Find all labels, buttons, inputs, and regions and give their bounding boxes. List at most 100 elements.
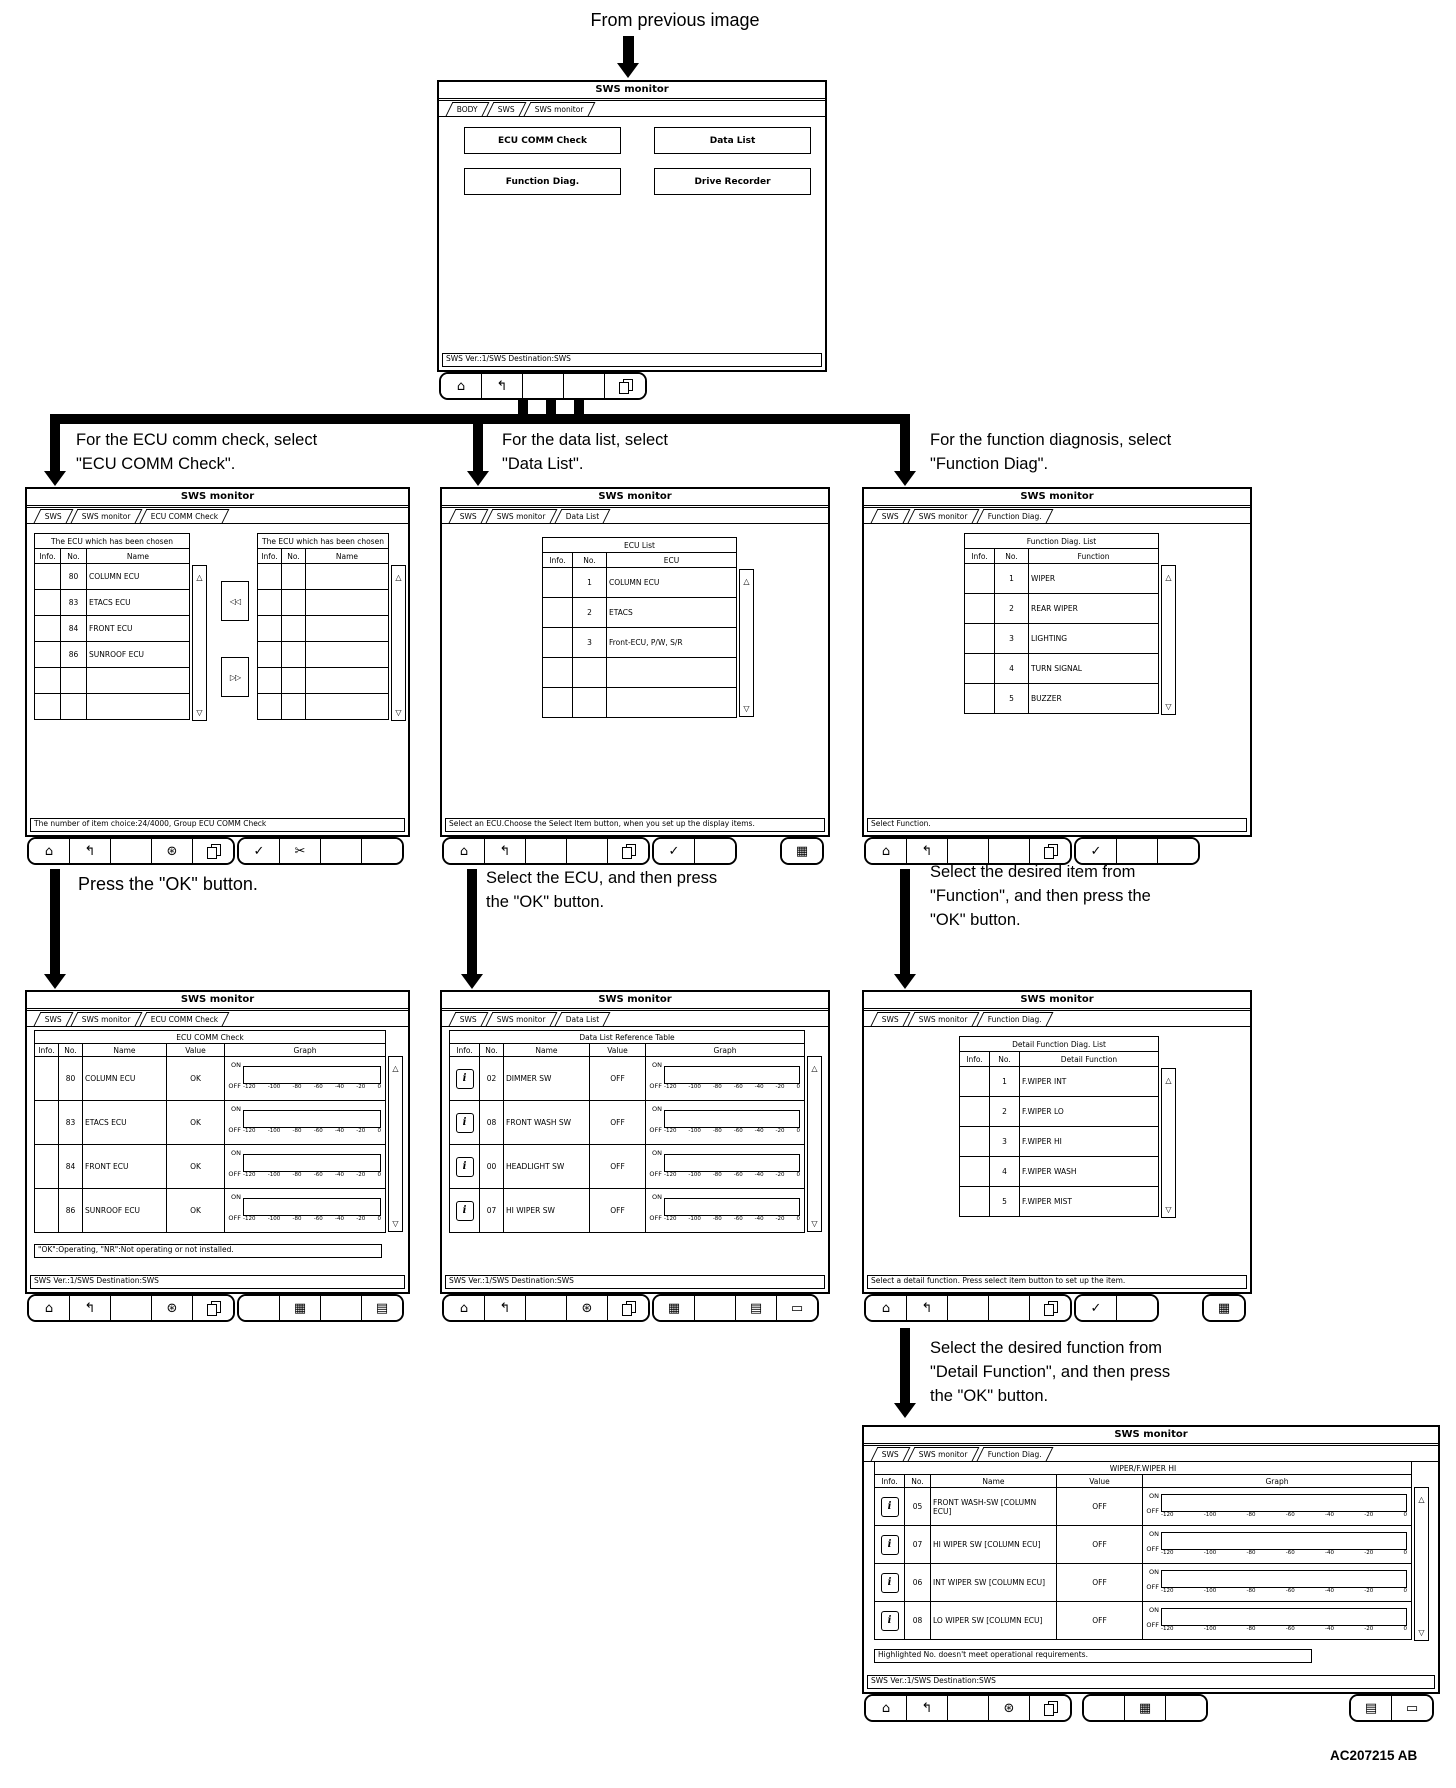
tab-ecu-comm-check[interactable]: ECU COMM Check bbox=[139, 509, 230, 523]
scroll-up-icon[interactable]: △ bbox=[743, 577, 750, 587]
tab-sws[interactable]: SWS bbox=[870, 1012, 911, 1026]
home-button[interactable]: ⌂ bbox=[444, 1296, 485, 1320]
scroll-up-icon[interactable]: △ bbox=[392, 1064, 399, 1074]
blank-button[interactable] bbox=[1084, 1696, 1125, 1720]
blank-button[interactable] bbox=[1117, 839, 1158, 863]
scrollbar[interactable]: △ ▽ bbox=[739, 569, 754, 717]
tab-sws[interactable]: SWS bbox=[486, 102, 527, 116]
back-button[interactable]: ↰ bbox=[907, 1696, 948, 1720]
info-icon[interactable]: i bbox=[880, 1610, 899, 1631]
table-row[interactable] bbox=[34, 693, 190, 720]
blank-button[interactable] bbox=[948, 1296, 989, 1320]
tab-sws[interactable]: SWS bbox=[448, 1012, 489, 1026]
tab-sws-monitor[interactable]: SWS monitor bbox=[485, 1012, 558, 1026]
back-button[interactable]: ↰ bbox=[482, 374, 523, 398]
home-button[interactable]: ⌂ bbox=[29, 839, 70, 863]
page-button[interactable] bbox=[193, 839, 233, 863]
scrollbar[interactable]: △ ▽ bbox=[1161, 565, 1176, 715]
info-icon[interactable]: i bbox=[455, 1068, 474, 1089]
tab-function-diag[interactable]: Function Diag. bbox=[976, 1447, 1053, 1461]
blank-button[interactable] bbox=[567, 839, 608, 863]
info-icon[interactable]: i bbox=[455, 1200, 474, 1221]
scroll-up-icon[interactable]: △ bbox=[196, 573, 203, 583]
scroll-up-icon[interactable]: △ bbox=[1418, 1495, 1425, 1505]
page-button[interactable] bbox=[1030, 839, 1070, 863]
scroll-down-icon[interactable]: ▽ bbox=[1418, 1628, 1425, 1637]
scroll-up-icon[interactable]: △ bbox=[1165, 1076, 1172, 1086]
cancel-button[interactable]: ✂ bbox=[280, 839, 321, 863]
home-button[interactable]: ⌂ bbox=[29, 1296, 70, 1320]
print-button[interactable]: ▤ bbox=[736, 1296, 777, 1320]
table-row[interactable] bbox=[257, 693, 389, 720]
print-button[interactable]: ▤ bbox=[362, 1296, 402, 1320]
tab-sws[interactable]: SWS bbox=[33, 509, 74, 523]
home-button[interactable]: ⌂ bbox=[444, 839, 485, 863]
blank-button[interactable] bbox=[1166, 1696, 1206, 1720]
select-item-button[interactable]: ▦ bbox=[782, 839, 822, 863]
function-diag-button[interactable]: Function Diag. bbox=[464, 168, 621, 195]
table-row[interactable] bbox=[257, 641, 389, 668]
blank-button[interactable] bbox=[523, 374, 564, 398]
tab-function-diag[interactable]: Function Diag. bbox=[976, 1012, 1053, 1026]
blank-button[interactable] bbox=[362, 839, 402, 863]
blank-button[interactable] bbox=[1158, 839, 1198, 863]
scroll-down-icon[interactable]: ▽ bbox=[743, 704, 750, 713]
table-row[interactable] bbox=[257, 589, 389, 616]
blank-button[interactable] bbox=[526, 839, 567, 863]
table-row[interactable] bbox=[542, 687, 737, 718]
ok-button[interactable]: ✓ bbox=[1076, 1296, 1117, 1320]
monitor-button[interactable]: ▭ bbox=[1392, 1696, 1432, 1720]
tab-sws-monitor[interactable]: SWS monitor bbox=[907, 1012, 980, 1026]
table-row[interactable] bbox=[257, 615, 389, 642]
home-button[interactable]: ⌂ bbox=[441, 374, 482, 398]
tab-sws-monitor[interactable]: SWS monitor bbox=[70, 1012, 143, 1026]
scroll-down-icon[interactable]: ▽ bbox=[1165, 702, 1172, 711]
tab-function-diag[interactable]: Function Diag. bbox=[976, 509, 1053, 523]
blank-button[interactable] bbox=[989, 1296, 1030, 1320]
scrollbar[interactable]: △ ▽ bbox=[807, 1056, 822, 1232]
tab-sws-monitor[interactable]: SWS monitor bbox=[70, 509, 143, 523]
tab-sws[interactable]: SWS bbox=[870, 509, 911, 523]
tab-sws[interactable]: SWS bbox=[870, 1447, 911, 1461]
blank-button[interactable] bbox=[989, 839, 1030, 863]
page-button[interactable] bbox=[608, 839, 648, 863]
info-icon[interactable]: i bbox=[880, 1496, 899, 1517]
tab-sws-monitor[interactable]: SWS monitor bbox=[485, 509, 558, 523]
blank-button[interactable] bbox=[111, 839, 152, 863]
page-button[interactable] bbox=[608, 1296, 648, 1320]
blank-button[interactable] bbox=[111, 1296, 152, 1320]
info-icon[interactable]: i bbox=[880, 1534, 899, 1555]
blank-button[interactable] bbox=[321, 839, 362, 863]
tab-sws[interactable]: SWS bbox=[33, 1012, 74, 1026]
select-item-button[interactable]: ▦ bbox=[654, 1296, 695, 1320]
blank-button[interactable] bbox=[564, 374, 605, 398]
blank-button[interactable] bbox=[526, 1296, 567, 1320]
tab-data-list[interactable]: Data List bbox=[554, 509, 611, 523]
scroll-down-icon[interactable]: ▽ bbox=[395, 708, 402, 717]
scroll-up-icon[interactable]: △ bbox=[811, 1064, 818, 1074]
data-list-button[interactable]: Data List bbox=[654, 127, 811, 154]
blank-button[interactable] bbox=[239, 1296, 280, 1320]
back-button[interactable]: ↰ bbox=[485, 1296, 526, 1320]
tab-sws-monitor[interactable]: SWS monitor bbox=[907, 509, 980, 523]
table-row[interactable] bbox=[542, 657, 737, 688]
table-row[interactable] bbox=[34, 667, 190, 694]
